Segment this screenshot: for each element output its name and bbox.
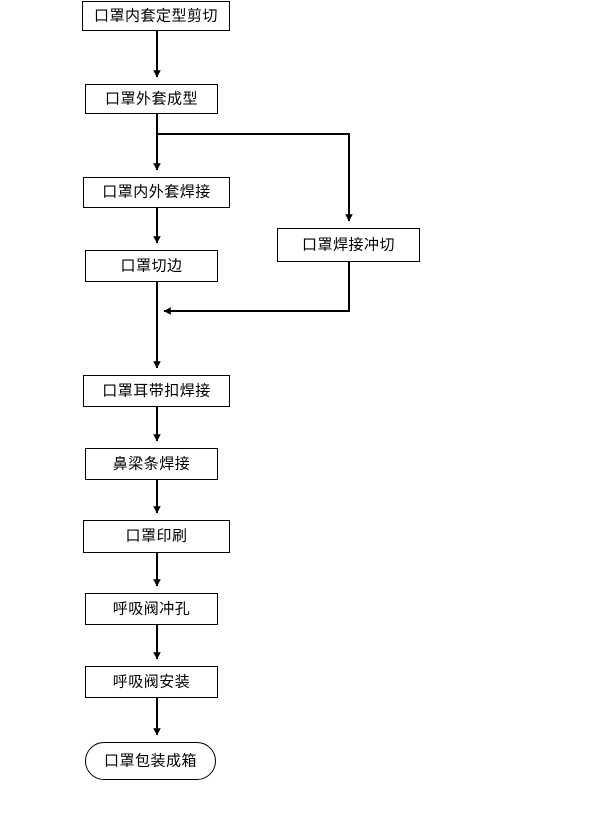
node-label: 口罩内套定型剪切 [93,6,218,24]
node-nose-bridge-welding[interactable]: 鼻梁条焊接 [85,448,218,480]
node-label: 鼻梁条焊接 [112,454,191,472]
edge-n2-n4 [157,133,353,222]
node-outer-shell-forming[interactable]: 口罩外套成型 [85,84,218,114]
node-label: 口罩外套成型 [104,89,198,107]
edge-n4-trunk [163,262,350,315]
node-earloop-buckle-welding[interactable]: 口罩耳带扣焊接 [83,375,230,407]
node-inner-outer-welding[interactable]: 口罩内外套焊接 [83,177,230,208]
node-label: 呼吸阀冲孔 [112,599,191,617]
node-valve-hole-punching[interactable]: 呼吸阀冲孔 [85,593,218,625]
node-mask-printing[interactable]: 口罩印刷 [83,520,230,553]
node-weld-punching[interactable]: 口罩焊接冲切 [277,228,420,262]
node-inner-shell-trim[interactable]: 口罩内套定型剪切 [82,1,230,31]
node-label: 口罩内外套焊接 [102,182,211,201]
node-label: 口罩焊接冲切 [301,235,395,253]
node-label: 口罩耳带扣焊接 [102,381,211,399]
node-packaging-boxing[interactable]: 口罩包装成箱 [85,742,216,780]
node-edge-cutting[interactable]: 口罩切边 [85,250,218,282]
node-label: 口罩印刷 [125,526,188,545]
node-label: 口罩包装成箱 [103,751,197,769]
node-valve-installation[interactable]: 呼吸阀安装 [85,666,218,698]
node-label: 口罩切边 [120,256,183,274]
node-label: 呼吸阀安装 [112,672,191,690]
